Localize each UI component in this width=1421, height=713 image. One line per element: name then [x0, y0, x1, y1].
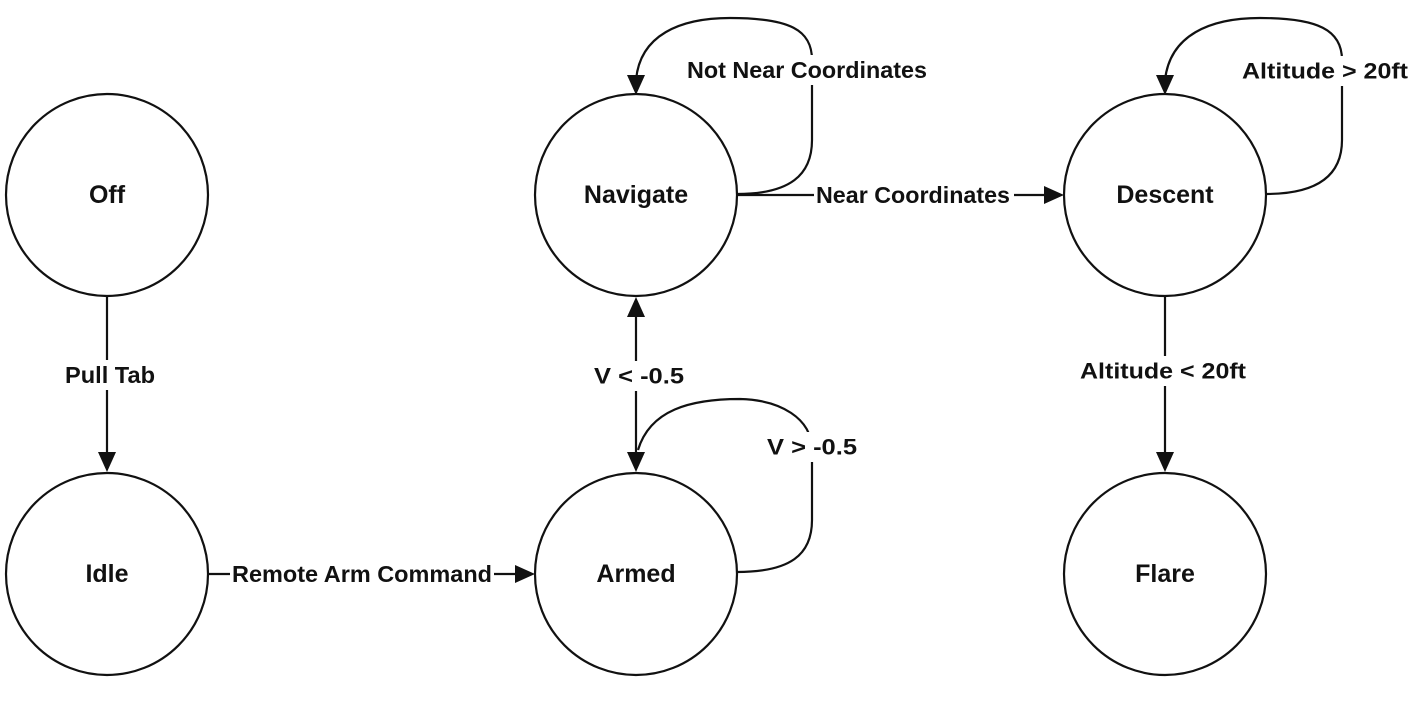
arrowhead-navigate-to-descent — [1044, 186, 1064, 204]
state-off-label: Off — [89, 181, 126, 209]
state-off: Off — [4, 92, 210, 298]
label-remote-arm: Remote Arm Command — [230, 559, 494, 589]
state-navigate-label: Navigate — [584, 181, 688, 209]
state-descent-label: Descent — [1116, 181, 1214, 209]
label-remote-arm-bg — [230, 559, 494, 589]
label-pull-tab-bg — [62, 360, 158, 390]
label-v-greater-text: V > -0.5 — [767, 435, 857, 460]
arrowhead-descent-to-flare — [1156, 452, 1174, 472]
label-v-less-text: V < -0.5 — [594, 364, 684, 389]
state-descent: Descent — [1062, 92, 1268, 298]
state-off-circle — [4, 92, 210, 298]
arrowhead-to-armed — [627, 452, 645, 472]
arrowhead-navigate-self-loop — [627, 75, 645, 95]
edge-descent-self-loop — [1163, 16, 1344, 196]
label-not-near-text: Not Near Coordinates — [687, 57, 927, 83]
state-descent-circle — [1062, 92, 1268, 298]
label-near: Near Coordinates — [814, 180, 1014, 210]
edge-navigate-self-loop — [634, 16, 814, 196]
arrowhead-off-to-idle — [98, 452, 116, 472]
label-pull-tab-text: Pull Tab — [65, 362, 155, 388]
state-flare: Flare — [1062, 471, 1268, 677]
arrowhead-to-navigate — [627, 297, 645, 317]
state-navigate: Navigate — [533, 92, 739, 298]
arrowhead-descent-self-loop — [1156, 75, 1174, 95]
label-near-bg — [814, 180, 1014, 210]
arrowhead-idle-to-armed — [515, 565, 535, 583]
state-armed-label: Armed — [596, 560, 675, 588]
state-armed-circle — [533, 471, 739, 677]
label-alt-less-text: Altitude < 20ft — [1080, 359, 1247, 384]
state-flare-label: Flare — [1135, 560, 1195, 588]
state-navigate-circle — [533, 92, 739, 298]
label-v-greater: V > -0.5 — [764, 432, 860, 462]
label-remote-arm-text: Remote Arm Command — [232, 561, 492, 587]
label-v-greater-bg — [764, 432, 860, 462]
edge-armed-self-loop — [636, 397, 814, 574]
label-not-near: Not Near Coordinates — [684, 55, 930, 85]
state-armed: Armed — [533, 471, 739, 677]
label-alt-greater-text: Altitude > 20ft — [1242, 59, 1409, 84]
label-not-near-bg — [684, 55, 930, 85]
state-idle-label: Idle — [85, 560, 128, 588]
label-near-text: Near Coordinates — [816, 182, 1010, 208]
label-alt-greater: Altitude > 20ft — [1239, 56, 1411, 86]
state-idle-circle — [4, 471, 210, 677]
label-alt-greater-bg — [1239, 56, 1411, 86]
state-idle: Idle — [4, 471, 210, 677]
state-flare-circle — [1062, 471, 1268, 677]
label-alt-less-bg — [1076, 356, 1250, 386]
label-v-less: V < -0.5 — [592, 361, 686, 391]
label-alt-less: Altitude < 20ft — [1076, 356, 1250, 386]
label-v-less-bg — [592, 361, 686, 391]
label-pull-tab: Pull Tab — [62, 360, 158, 390]
